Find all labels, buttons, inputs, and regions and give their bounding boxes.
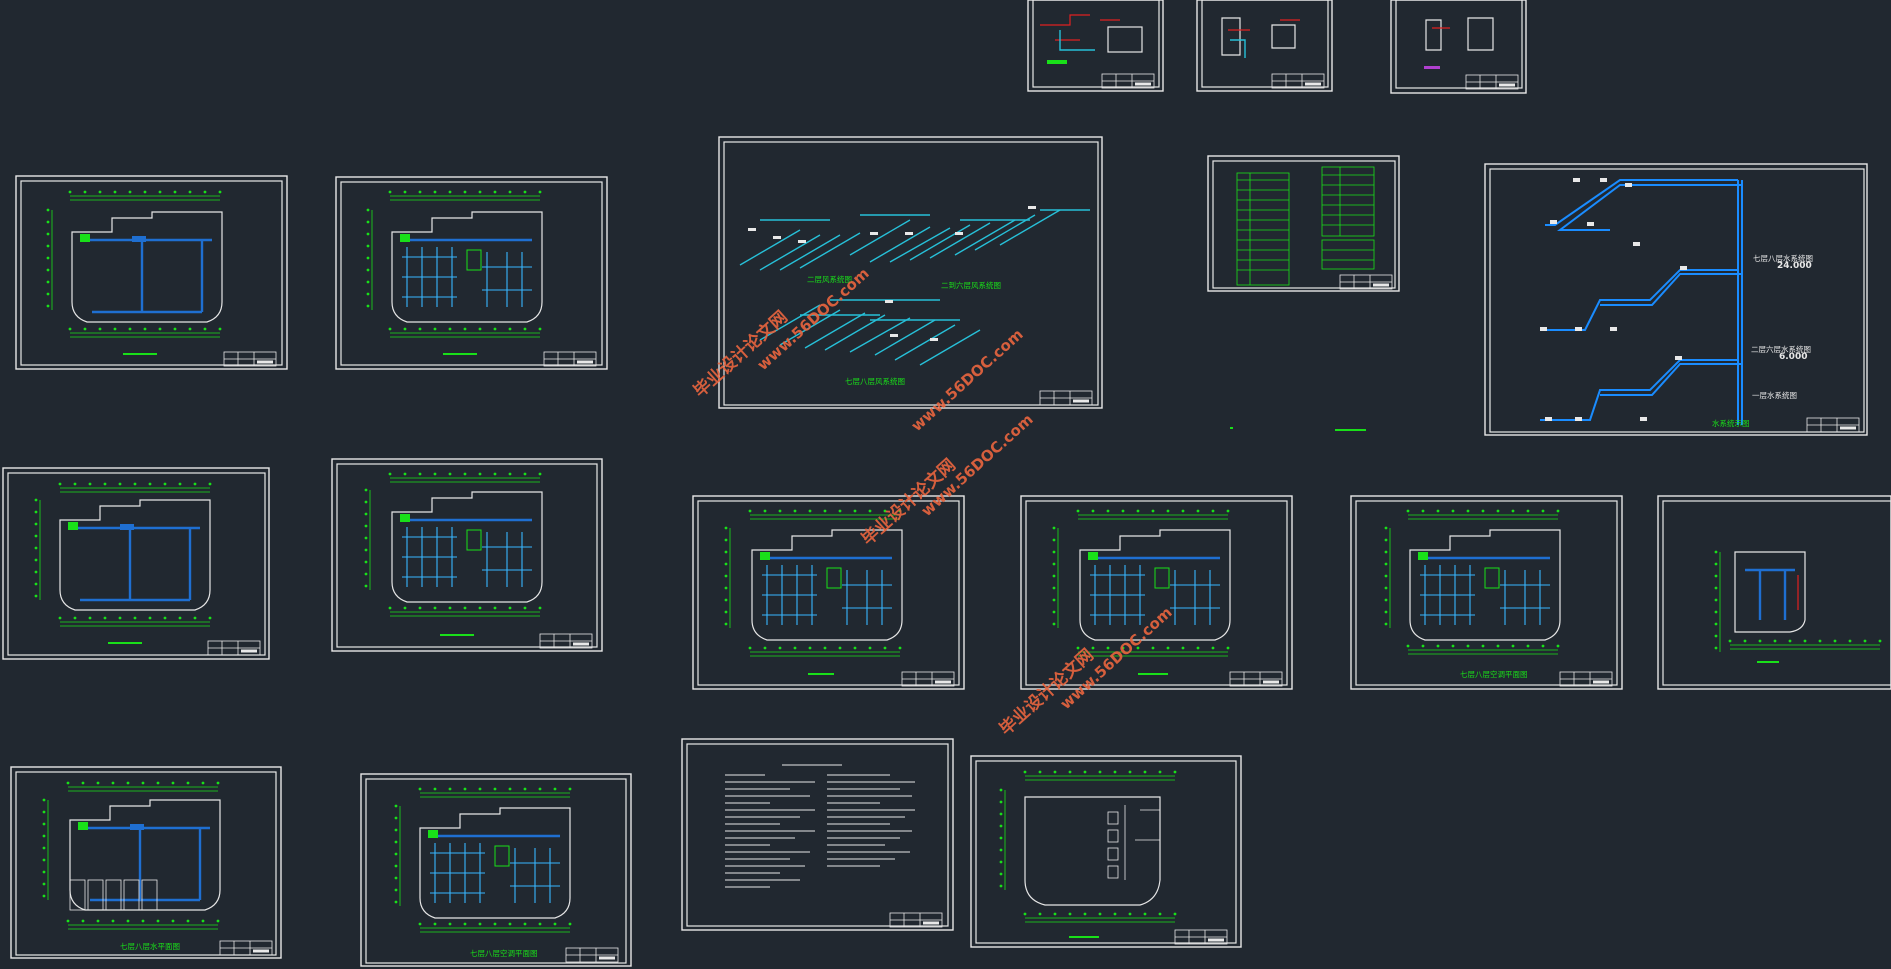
- stray-mark: [1335, 429, 1366, 431]
- water-diagram-label-1: 一层水系统图: [1752, 390, 1797, 400]
- floor-plan-sheet-3[interactable]: [2, 467, 270, 660]
- air-diagram-label-1: 二层风系统图: [807, 274, 852, 284]
- floor-plan-sheet-5[interactable]: [692, 495, 965, 690]
- elevation-24: 24.000: [1777, 261, 1812, 271]
- floor-plan-sheet-7[interactable]: 七层八层空调平面图: [1350, 495, 1623, 690]
- plan-title-10: 七层八层空调平面图: [470, 948, 538, 958]
- floor-plan-sheet-9[interactable]: 七层八层水平面图: [10, 766, 282, 959]
- detail-sheet-1[interactable]: [1027, 0, 1164, 92]
- water-diagram-label-2-6: 二层六层水系统图: [1751, 344, 1811, 354]
- detail-sheet-2[interactable]: [1196, 0, 1333, 92]
- air-diagram-label-3: 七层八层风系统图: [845, 376, 905, 386]
- equipment-table-sheet[interactable]: [1207, 155, 1400, 292]
- water-diagram-label-7-8: 七层八层水系统图: [1753, 253, 1813, 263]
- floor-plan-sheet-10[interactable]: 七层八层空调平面图: [360, 773, 632, 967]
- elevation-6: 6.000: [1779, 352, 1807, 362]
- air-system-diagram-sheet[interactable]: 二层风系统图 二到六层风系统图 七层八层风系统图: [718, 136, 1103, 409]
- floor-plan-sheet-1[interactable]: [15, 175, 288, 370]
- floor-plan-sheet-6[interactable]: [1020, 495, 1293, 690]
- floor-plan-sheet-8[interactable]: [1657, 495, 1891, 690]
- design-notes-sheet[interactable]: [681, 738, 954, 931]
- stray-dot: [1230, 427, 1233, 429]
- water-system-diagram-sheet[interactable]: 七层八层水系统图 24.000 二层六层水系统图 6.000 一层水系统图 水系…: [1484, 163, 1868, 436]
- plan-title-9: 七层八层水平面图: [120, 941, 180, 951]
- detail-sheet-3[interactable]: [1390, 0, 1527, 94]
- air-diagram-label-2: 二到六层风系统图: [941, 280, 1001, 290]
- floor-plan-sheet-2[interactable]: [335, 176, 608, 370]
- floor-plan-sheet-11[interactable]: [970, 755, 1242, 948]
- water-diagram-title: 水系统示图: [1712, 418, 1750, 428]
- plan-title-7: 七层八层空调平面图: [1460, 669, 1528, 679]
- floor-plan-sheet-4[interactable]: [331, 458, 603, 652]
